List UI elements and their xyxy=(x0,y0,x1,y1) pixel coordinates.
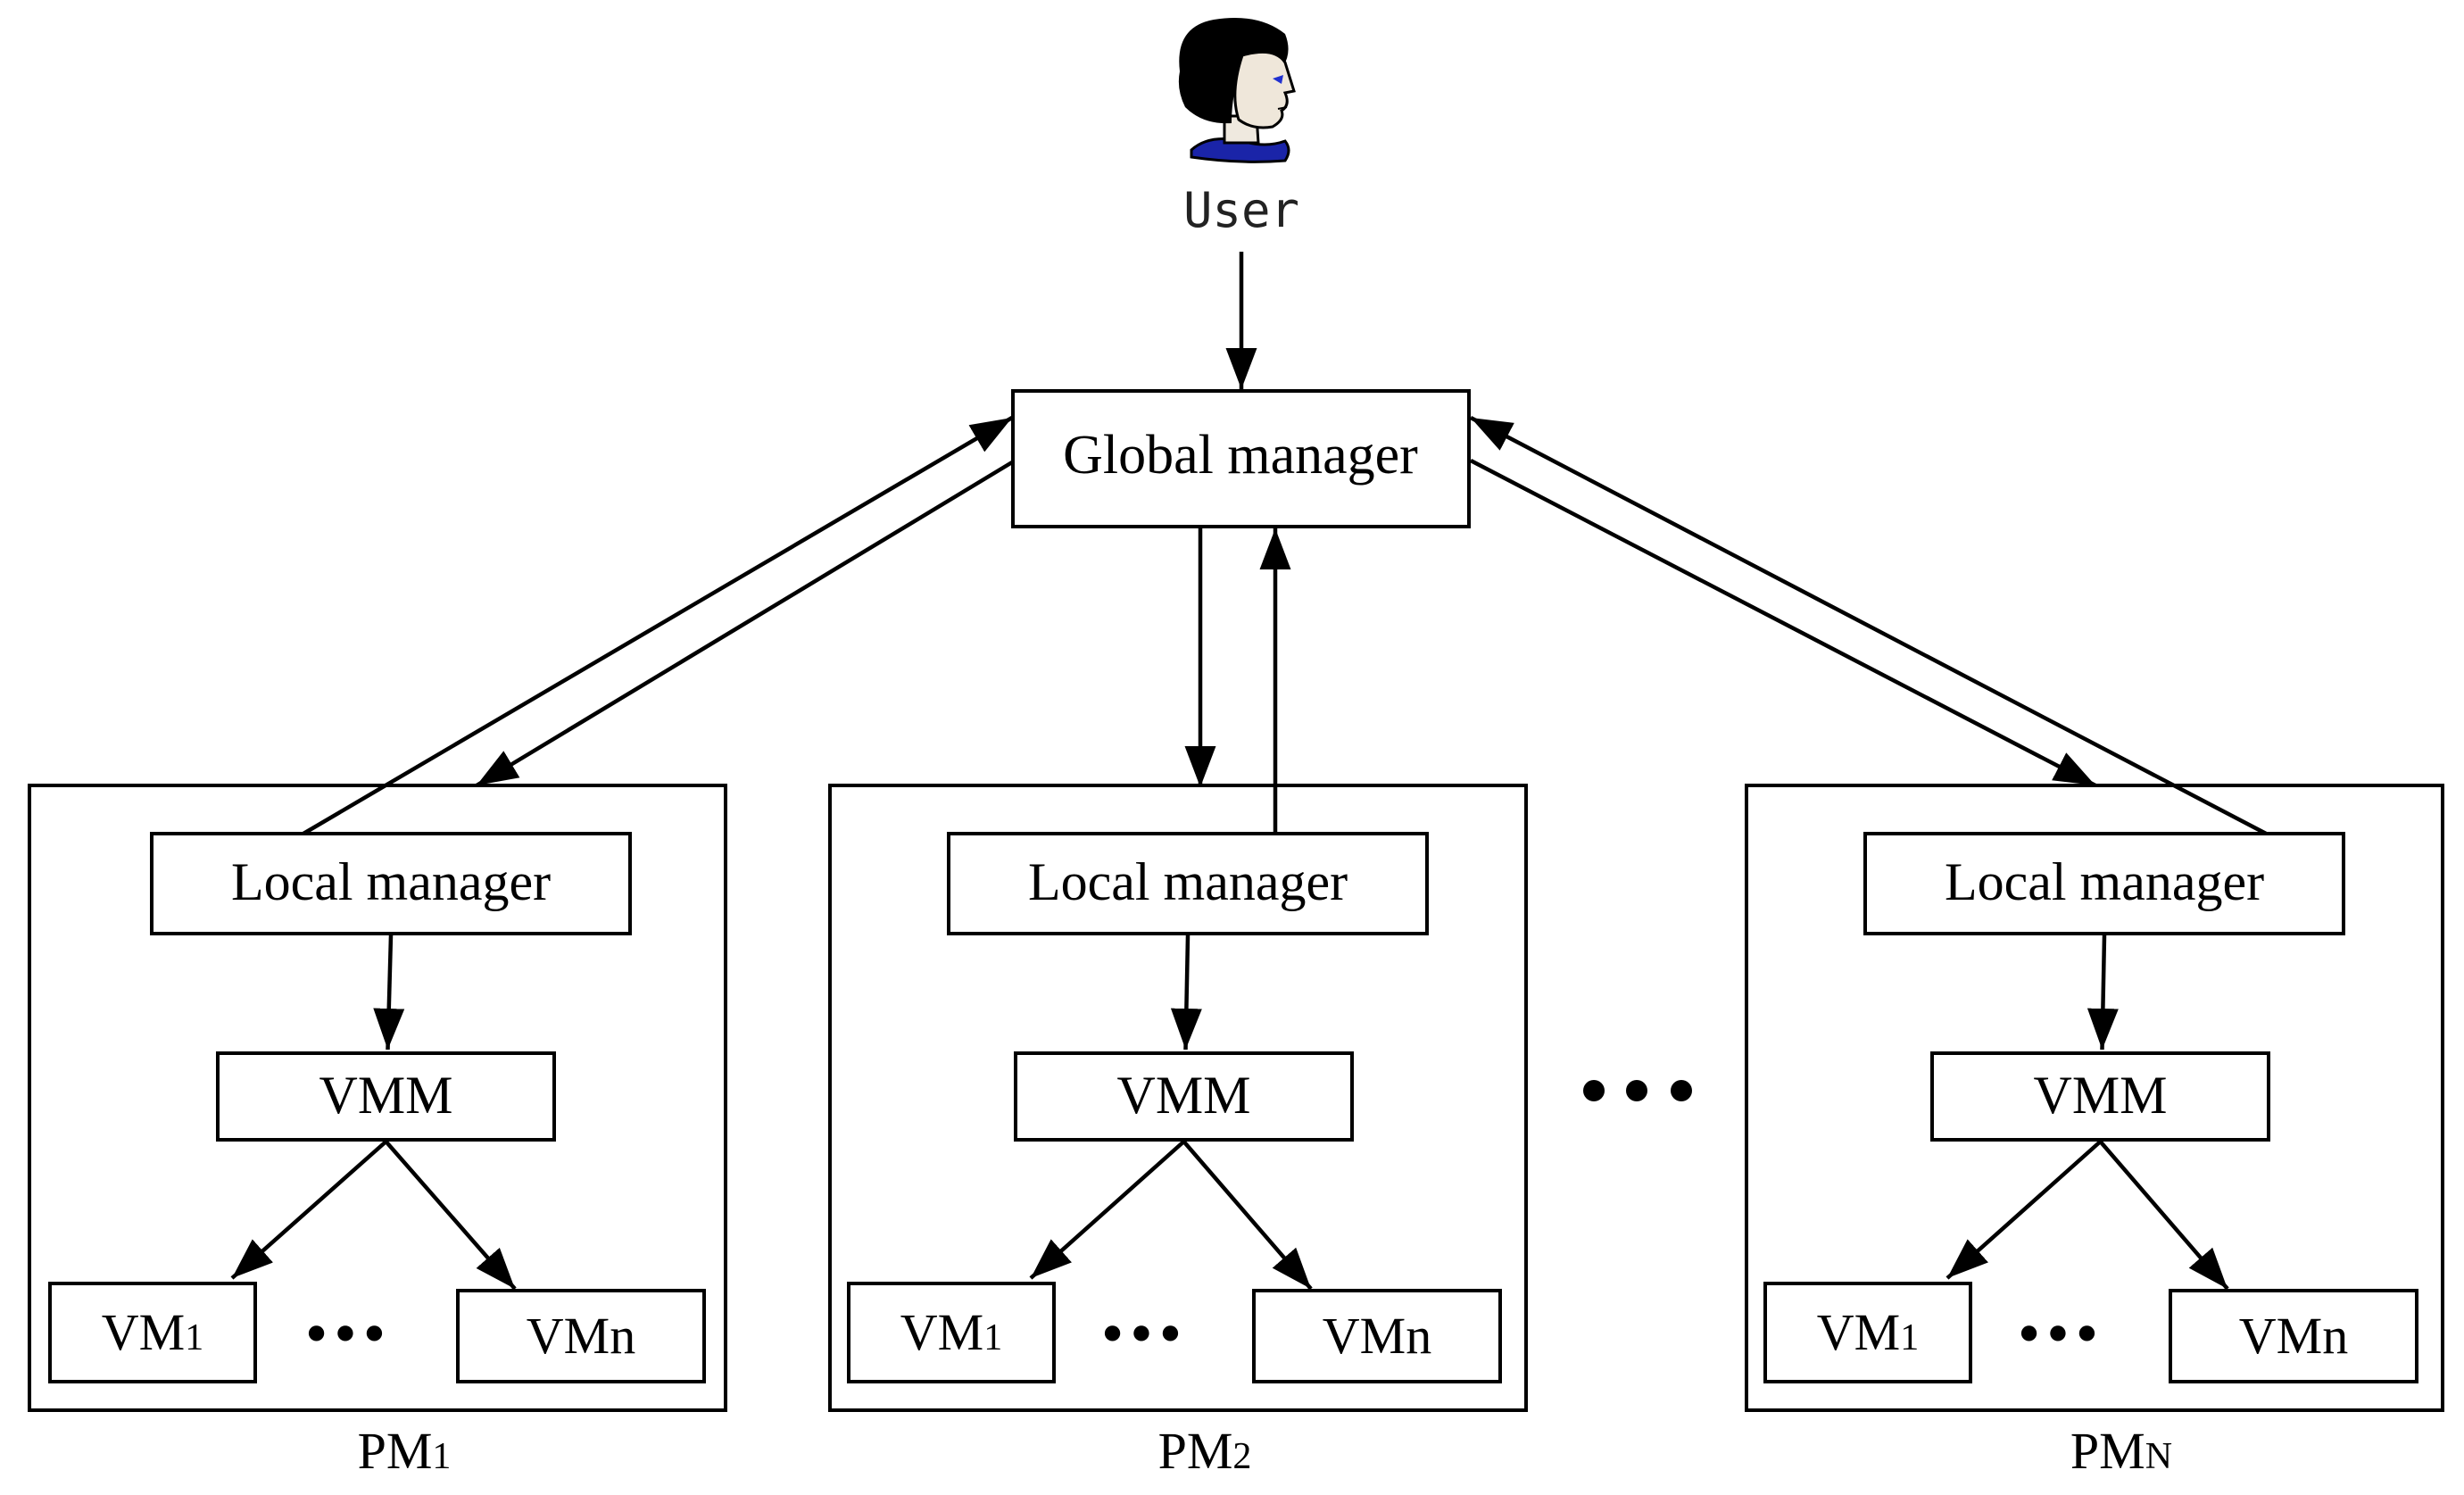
edge-vmm-to-vm-first xyxy=(230,1140,387,1280)
local-manager-label: Local manager xyxy=(231,852,551,911)
pm-label: PMN xyxy=(2070,1422,2172,1480)
global-manager-node: Global manager xyxy=(1011,389,1471,528)
vm-ellipsis: ••• xyxy=(306,1301,393,1365)
vm-first-name: VM xyxy=(1817,1303,1900,1361)
edge-vmm-to-vm-last xyxy=(2098,1140,2229,1291)
edge-global-manager-to-lm1 xyxy=(475,461,1014,787)
edge-vmm-to-vm-first xyxy=(1945,1140,2102,1280)
pm-label-name: PM xyxy=(1158,1422,1233,1480)
vm-first-box xyxy=(847,1282,1056,1383)
local-manager-box xyxy=(150,832,632,935)
vm-first-label: VM1 xyxy=(900,1303,1002,1361)
vmm-box xyxy=(1014,1051,1354,1142)
pm-separator-dots xyxy=(1583,1080,1692,1101)
vm-first-sub: 1 xyxy=(1900,1317,1919,1358)
pm-container xyxy=(828,784,1528,1412)
pm-container xyxy=(1745,784,2444,1412)
user-label: User xyxy=(1183,182,1299,238)
edge-lm1-to-global-manager xyxy=(302,416,1014,835)
vmm-label: VMM xyxy=(1116,1066,1250,1125)
vm-first-box xyxy=(1763,1282,1972,1383)
vm-ellipsis: ••• xyxy=(2019,1301,2105,1365)
vm-first-label: VM1 xyxy=(102,1303,203,1361)
vmm-box xyxy=(216,1051,556,1142)
vm-first-sub: 1 xyxy=(983,1317,1002,1358)
vm-last-box xyxy=(1252,1289,1502,1383)
edge-global-manager-to-lmn xyxy=(1469,459,2097,787)
pm-container xyxy=(28,784,727,1412)
local-manager-box xyxy=(1863,832,2345,935)
vm-last-label: VMn xyxy=(2239,1307,2348,1365)
vm-last-box xyxy=(456,1289,706,1383)
edge-lmn-to-global-manager xyxy=(1469,416,2271,837)
pm-label-name: PM xyxy=(2070,1422,2145,1480)
user-icon xyxy=(1178,18,1296,163)
vm-first-box xyxy=(48,1282,257,1383)
pm-label-sub: 2 xyxy=(1232,1436,1251,1477)
global-manager-label: Global manager xyxy=(1063,425,1418,486)
local-manager-label: Local manager xyxy=(1945,852,2264,911)
vm-last-box xyxy=(2169,1289,2418,1383)
vm-first-label: VM1 xyxy=(1817,1303,1919,1361)
vm-last-label: VMn xyxy=(1323,1307,1431,1365)
edge-local-manager-to-vmm xyxy=(1170,934,1202,1051)
vmm-label: VMM xyxy=(319,1066,452,1125)
pm-label-sub: 1 xyxy=(432,1436,451,1477)
pm-label: PM2 xyxy=(1158,1422,1252,1480)
pm-label-name: PM xyxy=(358,1422,433,1480)
edge-vmm-to-vm-last xyxy=(384,1140,517,1291)
vm-first-name: VM xyxy=(102,1303,185,1361)
vmm-box xyxy=(1930,1051,2270,1142)
edge-local-manager-to-vmm xyxy=(2087,934,2119,1051)
vm-last-label: VMn xyxy=(527,1307,635,1365)
local-manager-box xyxy=(947,832,1429,935)
pm-label-sub: N xyxy=(2145,1436,2172,1477)
vmm-label: VMM xyxy=(2033,1066,2167,1125)
vm-ellipsis: ••• xyxy=(1102,1301,1189,1365)
edge-vmm-to-vm-first xyxy=(1029,1140,1185,1280)
edge-vmm-to-vm-last xyxy=(1182,1140,1313,1291)
vm-first-name: VM xyxy=(900,1303,983,1361)
vm-first-sub: 1 xyxy=(185,1317,203,1358)
pm-label: PM1 xyxy=(358,1422,452,1480)
edge-local-manager-to-vmm xyxy=(373,934,405,1051)
local-manager-label: Local manager xyxy=(1028,852,1348,911)
